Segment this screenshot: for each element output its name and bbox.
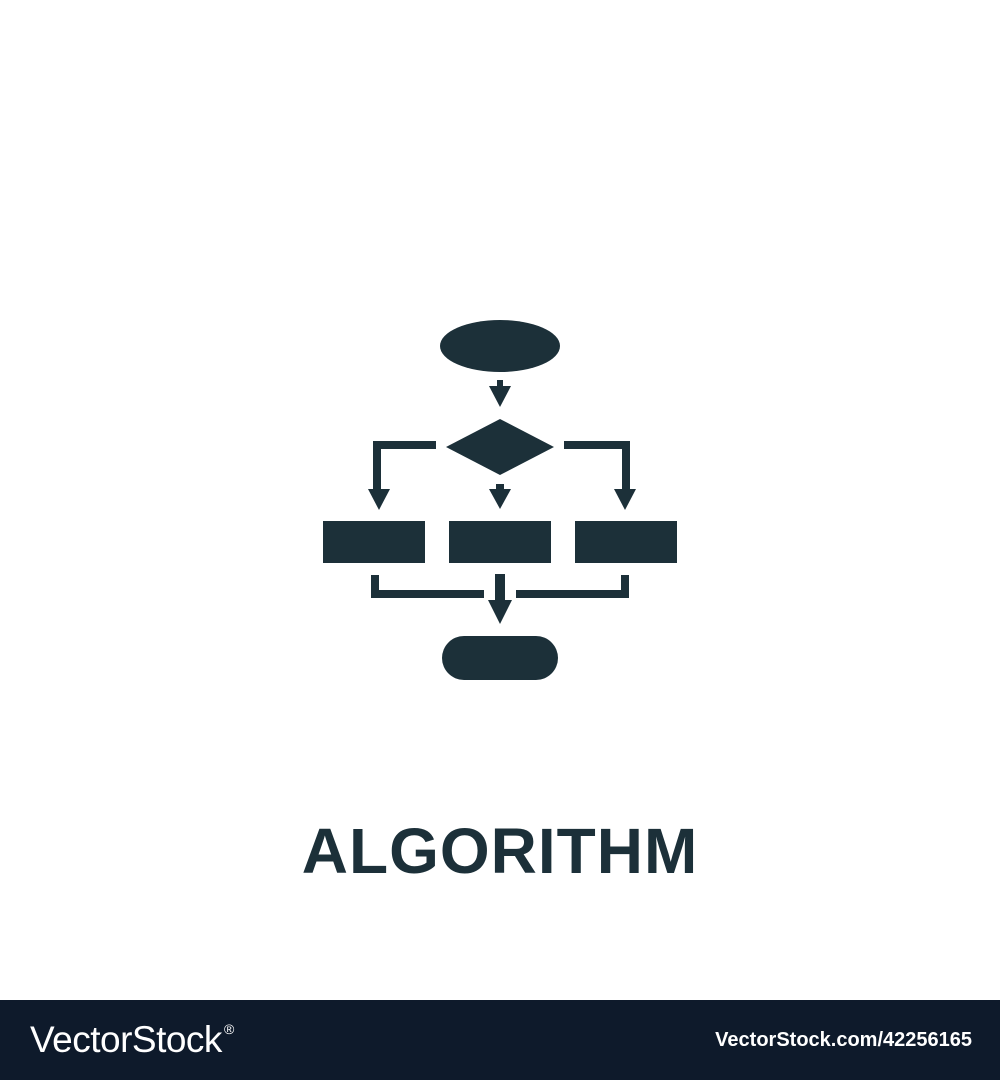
connector-line [373, 441, 436, 493]
flowchart-icon [323, 320, 677, 680]
process-box-right [575, 521, 677, 563]
arrow-shaft [497, 380, 503, 390]
connector-line [564, 441, 630, 493]
arrow-head [489, 489, 511, 509]
arrow-head [614, 489, 636, 510]
brand-logo: VectorStock® [30, 1019, 234, 1061]
arrow-head [368, 489, 390, 510]
connector-line [516, 575, 629, 598]
process-box-middle [449, 521, 551, 563]
arrow-head [488, 600, 512, 624]
arrow-head [489, 386, 511, 407]
artwork: ALGORITHM [301, 320, 699, 887]
brand-name: VectorStock [30, 1019, 222, 1060]
arrow-shaft [495, 574, 505, 604]
process-box-left [323, 521, 425, 563]
watermark-footer: VectorStock® VectorStock.com/42256165 [0, 1000, 1000, 1080]
stock-id: VectorStock.com/42256165 [715, 1028, 972, 1051]
end-terminal [442, 636, 558, 680]
connector-line [371, 575, 484, 598]
decision-diamond [446, 419, 554, 475]
caption-title: ALGORITHM [301, 815, 699, 887]
arrow-shaft [496, 484, 504, 492]
registered-mark: ® [223, 1021, 234, 1037]
start-oval [440, 320, 560, 372]
